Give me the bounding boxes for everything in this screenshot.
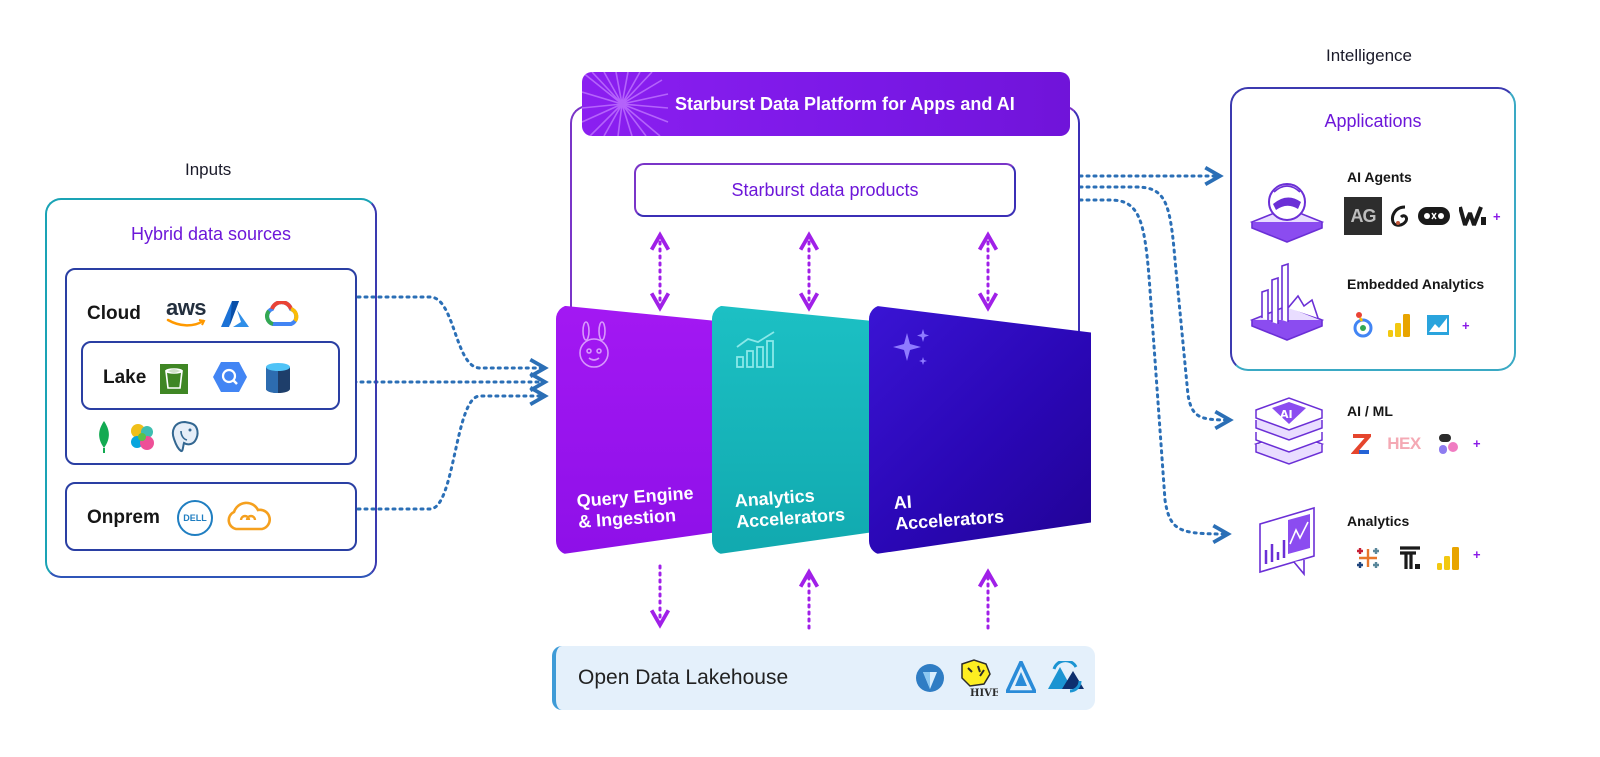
ai-stack-icon: AI — [1253, 397, 1325, 465]
cloud-label: Cloud — [87, 303, 141, 324]
analytics-label: Analytics — [1347, 513, 1410, 529]
sparkles-icon — [893, 329, 929, 365]
platform-title: Starburst Data Platform for Apps and AI — [675, 93, 1015, 114]
bunny-robot-icon — [579, 321, 609, 368]
dell-icon: DELL — [177, 500, 213, 536]
tableau-icon — [1353, 543, 1383, 573]
w-logo-icon — [1459, 204, 1487, 228]
hex-logo-text: HEX — [1387, 434, 1421, 453]
ai-accelerators-card: AI Accelerators — [869, 305, 1091, 555]
ag-logo-text: AG — [1350, 205, 1377, 226]
applications-panel: Applications — [1230, 87, 1516, 371]
postgresql-icon — [167, 418, 203, 456]
ai-agent-robot-icon — [1249, 183, 1325, 243]
private-cloud-icon — [224, 500, 272, 534]
starburst-burst-icon — [582, 72, 669, 136]
platform-frame — [570, 105, 1080, 335]
power-bi-icon — [1386, 311, 1412, 339]
lakehouse-title: Open Data Lakehouse — [578, 666, 789, 689]
applications-title: Applications — [1324, 111, 1422, 131]
hudi-icon — [1046, 660, 1088, 694]
bigquery-icon — [212, 360, 248, 394]
open-data-lakehouse-bar: Open Data Lakehouse HIVE — [552, 646, 1095, 710]
lake-label: Lake — [103, 367, 147, 388]
iceberg-icon — [914, 662, 946, 694]
data-products-box: Starburst data products — [634, 163, 1016, 217]
azure-icon — [220, 299, 250, 329]
hybrid-data-sources-panel: Hybrid data sources — [45, 198, 377, 578]
onprem-label: Onprem — [87, 507, 160, 528]
query-engine-card: Query Engine & Ingestion — [556, 305, 732, 555]
connector-onprem — [356, 385, 549, 511]
figma-like-icon — [1436, 432, 1460, 456]
quicksight-icon — [1425, 313, 1451, 337]
analytics-dashboard-icon — [1259, 506, 1315, 577]
google-cloud-icon — [264, 300, 300, 328]
hex-logo-icon: HEX — [1383, 433, 1425, 455]
hive-icon: HIVE — [956, 658, 998, 698]
ag-logo-icon: AG — [1344, 197, 1382, 235]
lake-group — [81, 341, 340, 410]
connector-aiml — [1078, 185, 1234, 431]
anthropic-swirl-icon — [1388, 203, 1412, 229]
platform-banner: Starburst Data Platform for Apps and AI — [582, 72, 1070, 136]
bar-chart-icon — [736, 331, 775, 368]
looker-icon — [1351, 311, 1375, 339]
intelligence-heading: Intelligence — [1326, 46, 1413, 65]
ai-chip-text: AI — [1280, 408, 1293, 421]
analytics-more: + — [1473, 547, 1481, 562]
thoughtspot-icon — [1397, 544, 1423, 572]
zapier-z-icon — [1350, 433, 1372, 455]
hive-label: HIVE — [970, 688, 998, 698]
connector-cloud — [356, 295, 549, 379]
hybrid-data-sources-title: Hybrid data sources — [130, 224, 292, 244]
dell-logo-text: DELL — [183, 513, 207, 523]
gamepad-icon — [1417, 205, 1451, 227]
embedded-analytics-icon — [1249, 262, 1325, 341]
s3-bucket-icon — [158, 362, 190, 396]
data-lake-storage-icon — [264, 361, 292, 395]
aws-icon: aws — [163, 296, 209, 330]
embedded-analytics-label: Embedded Analytics — [1347, 276, 1485, 292]
ai-ml-more: + — [1473, 436, 1481, 451]
ai-agents-label: AI Agents — [1347, 169, 1412, 185]
mongodb-icon — [94, 420, 114, 454]
delta-lake-icon — [1006, 660, 1036, 694]
connector-analytics — [1078, 198, 1232, 545]
ai-ml-label: AI / ML — [1347, 403, 1393, 419]
embedded-analytics-more: + — [1462, 318, 1470, 333]
power-bi-analytics-icon — [1435, 544, 1461, 572]
ai-agents-more: + — [1493, 209, 1501, 224]
aws-logo-text: aws — [165, 295, 207, 320]
elastic-icon — [126, 422, 158, 452]
inputs-heading: Inputs — [185, 160, 232, 179]
analytics-accelerators-card: Analytics Accelerators — [712, 305, 888, 555]
